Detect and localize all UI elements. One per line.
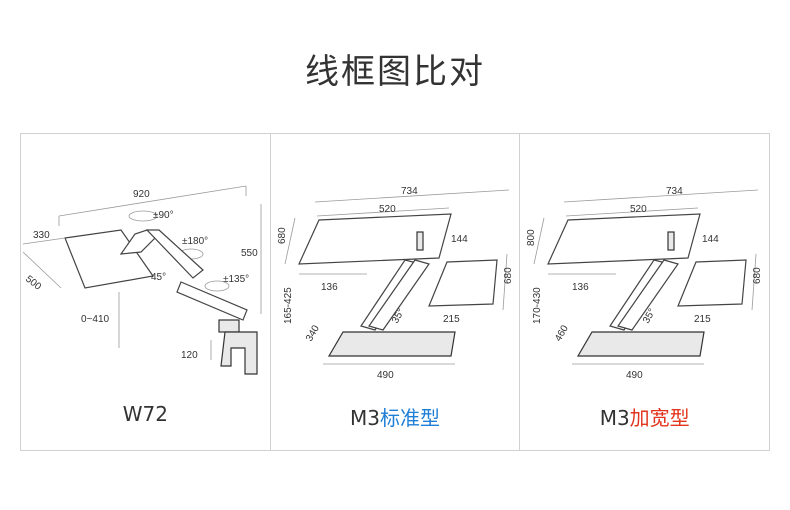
model-name-suffix: 标准型 [380, 406, 440, 430]
arm-segment-1 [145, 229, 204, 279]
comparison-panels: 920 ±90° ±180° ±135° 330 500 45° 550 [20, 133, 770, 451]
dim-base-depth-label: 460 [553, 323, 571, 343]
dim-rot135-label: ±135° [223, 274, 249, 285]
dim-line-width [58, 185, 247, 217]
panel-caption: M3标准型 [271, 402, 520, 432]
board-handle [667, 231, 675, 251]
model-name-prefix: M3 [599, 406, 630, 430]
side-tray [427, 259, 498, 307]
dim-height-range-label: 170-430 [532, 287, 543, 324]
dim-tray-width-label: 215 [694, 314, 711, 325]
panel-m3-standard: 734 520 680 144 136 680 215 35° 340 165-… [269, 134, 520, 450]
dim-board-label: 520 [630, 204, 647, 215]
page-title: 线框图比对 [305, 52, 485, 92]
dim-base-width-label: 490 [377, 370, 394, 381]
arm-segment-2 [176, 281, 248, 321]
dim-board-label: 520 [379, 204, 396, 215]
m3-wide-wireframe-drawing: 734 520 800 144 136 680 215 35° 460 170-… [526, 186, 763, 381]
dim-tray-width-label: 215 [443, 314, 460, 325]
dim-tray-label: 144 [702, 234, 719, 245]
m3-standard-wireframe-drawing: 734 520 680 144 136 680 215 35° 340 165-… [277, 186, 514, 381]
rotation-indicator [128, 210, 158, 222]
dim-offset-label: 136 [572, 282, 589, 293]
model-name-suffix: 加宽型 [629, 406, 690, 430]
dim-rot90-label: ±90° [153, 210, 174, 221]
dim-offset-label: 136 [321, 282, 338, 293]
dim-tray-depth-label: 680 [752, 267, 763, 284]
dim-tray-label: 144 [451, 234, 468, 245]
lift-arm-back [367, 259, 430, 331]
model-name: W72 [122, 402, 168, 426]
base-plate [327, 331, 456, 357]
lift-arm-back [617, 259, 680, 331]
desk-clamp [220, 331, 258, 375]
dim-total-label: 734 [666, 186, 683, 197]
dim-height-label: 550 [241, 248, 258, 259]
w72-wireframe-drawing: 920 ±90° ±180° ±135° 330 500 45° 550 [22, 185, 262, 375]
panel-w72: 920 ±90° ±180° ±135° 330 500 45° 550 [21, 134, 270, 450]
dim-depth-label: 330 [33, 230, 50, 241]
dim-height-range-label: 165-425 [283, 287, 294, 324]
dim-tilt-label: 45° [151, 272, 166, 283]
main-board [297, 213, 452, 265]
dim-width-label: 920 [133, 189, 150, 200]
board-handle [416, 231, 424, 251]
base-plate [577, 331, 706, 357]
dim-total-label: 734 [401, 186, 418, 197]
dim-clamp-label: 120 [181, 350, 198, 361]
dim-depth-label: 680 [277, 227, 288, 244]
panel-m3-wide: 734 520 800 144 136 680 215 35° 460 170-… [519, 134, 769, 450]
model-name-prefix: M3 [350, 406, 380, 430]
dim-rot180-label: ±180° [182, 236, 208, 247]
main-board [547, 213, 702, 265]
dim-base-width-label: 490 [626, 370, 643, 381]
dim-length-label: 500 [23, 274, 43, 293]
dim-range-label: 0~410 [81, 314, 110, 325]
panel-caption: W72 [21, 402, 270, 432]
panel-caption: M3加宽型 [520, 402, 769, 432]
dim-base-depth-label: 340 [304, 323, 322, 343]
side-tray [677, 259, 748, 307]
dim-depth-label: 800 [526, 229, 537, 246]
dim-tray-depth-label: 680 [503, 267, 514, 284]
arm-post [218, 319, 240, 333]
